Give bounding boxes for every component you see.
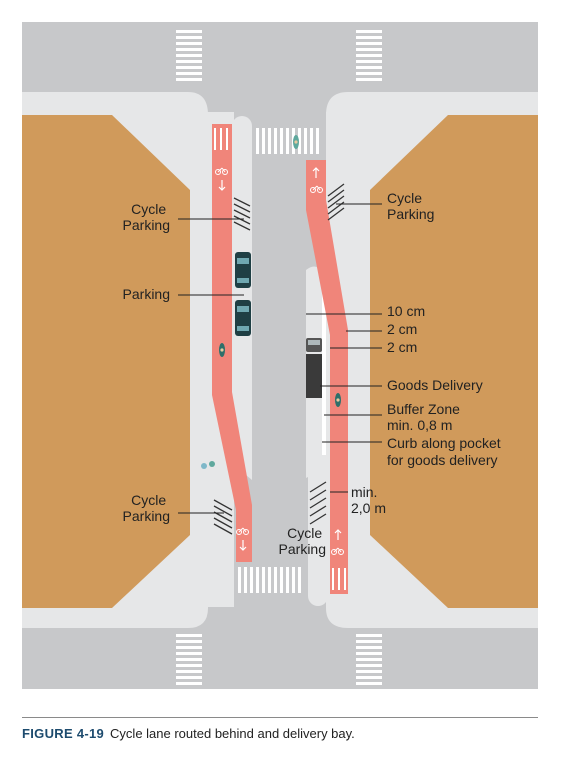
building-left — [22, 115, 190, 608]
label-cycle-parking-top-right: Cycle Parking — [387, 190, 434, 222]
crosswalk-center-bottom — [238, 567, 301, 593]
label-curb-pocket: Curb along pocket for goods delivery — [387, 435, 505, 468]
street-diagram: Cycle Parking Parking Cycle Parking Cycl… — [22, 22, 538, 689]
car-icon — [235, 300, 251, 336]
arrow-up-icon — [312, 167, 320, 178]
cyclist-icon — [335, 393, 341, 407]
label-cycle-parking-bottom-left: Cycle Parking — [123, 492, 170, 524]
caption-divider — [22, 717, 538, 718]
delivery-truck-icon — [306, 338, 322, 398]
cycle-parking-hatch-bottom-left — [213, 499, 233, 535]
label-goods-delivery: Goods Delivery — [387, 377, 483, 393]
bicycle-icon — [331, 547, 344, 555]
label-10cm: 10 cm — [387, 303, 425, 319]
crosswalk-bottom-right — [356, 634, 382, 685]
pedestrians-icon — [201, 461, 215, 469]
arrow-down-icon — [218, 180, 226, 191]
cycle-parking-hatch-bottom-center — [309, 481, 327, 525]
cycle-lane-left — [212, 124, 252, 562]
cycle-lane-right — [306, 160, 348, 594]
figure-number: FIGURE 4-19 — [22, 726, 105, 741]
label-cycle-parking-top-left: Cycle Parking — [123, 201, 170, 233]
label-2cm-b: 2 cm — [387, 339, 417, 355]
car-icon — [235, 252, 251, 288]
label-2cm-a: 2 cm — [387, 321, 417, 337]
cycle-parking-hatch-top-left — [233, 197, 251, 231]
arrow-up-icon — [334, 529, 342, 540]
cycle-crossing-right-bottom — [332, 568, 346, 590]
cyclist-icon — [293, 135, 299, 149]
label-parking: Parking — [123, 286, 170, 302]
cyclist-icon — [219, 343, 225, 357]
figure-caption-text: Cycle lane routed behind and delivery ba… — [110, 726, 355, 741]
crosswalk-top-left — [176, 30, 202, 81]
bicycle-icon — [236, 527, 249, 535]
bicycle-icon — [310, 185, 323, 193]
label-buffer-zone: Buffer Zone min. 0,8 m — [387, 401, 464, 433]
crosswalk-bottom-left — [176, 634, 202, 685]
figure-caption: FIGURE 4-19 Cycle lane routed behind and … — [22, 726, 355, 741]
buffer-zone — [322, 290, 326, 455]
carriageway — [252, 112, 306, 607]
label-min-width: min. 2,0 m — [351, 484, 386, 516]
island-left-top — [232, 116, 252, 256]
building-right — [370, 115, 538, 608]
island-right-bottom — [308, 450, 328, 606]
cycle-crossing-left-top — [214, 128, 228, 150]
label-cycle-parking-bottom-center: Cycle Parking — [279, 525, 326, 557]
bicycle-icon — [215, 167, 228, 175]
crosswalk-top-right — [356, 30, 382, 81]
arrow-down-icon — [239, 540, 247, 551]
